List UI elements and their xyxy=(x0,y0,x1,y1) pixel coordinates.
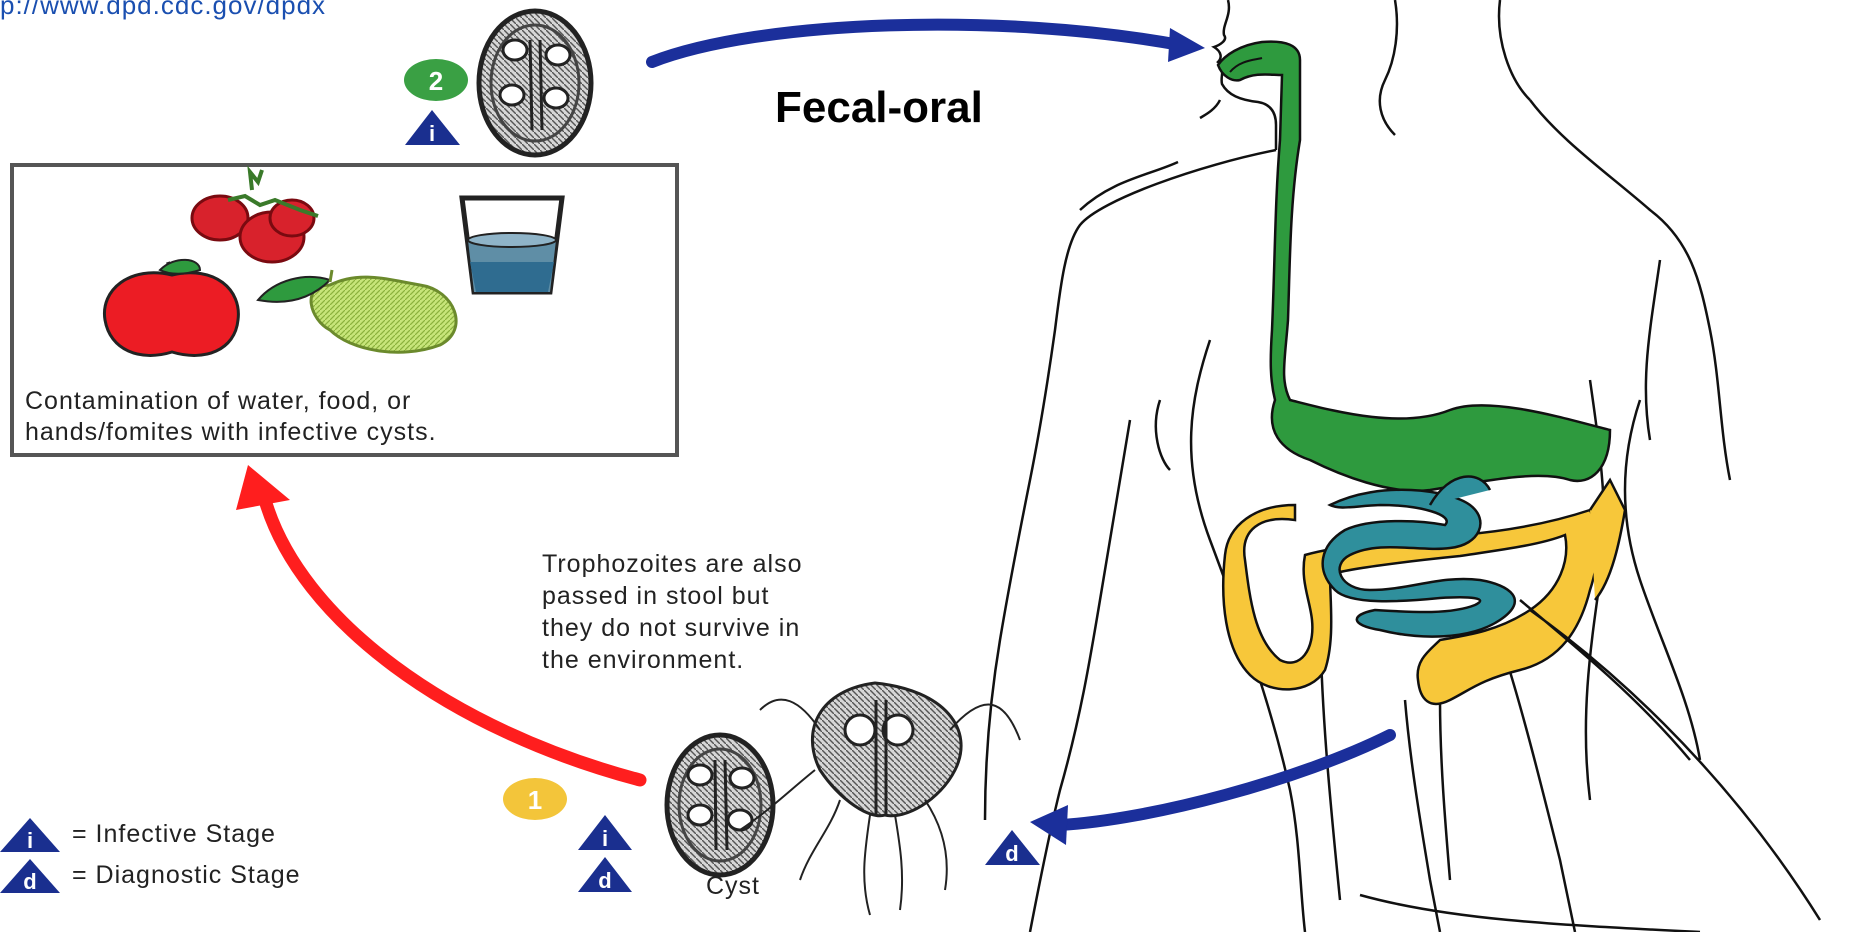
infective-marker-2-letter: i xyxy=(429,121,435,146)
contamination-caption-line-1: Contamination of water, food, or xyxy=(25,387,411,416)
trophozoite-note: Trophozoites are also passed in stool bu… xyxy=(542,548,1002,676)
esophagus-stomach xyxy=(1218,42,1610,491)
legend-infective-letter: i xyxy=(27,828,33,853)
infective-marker-1-letter: i xyxy=(602,826,608,851)
trophozoite-note-line-3: they do not survive in xyxy=(542,612,1002,644)
intestine-pointer-lines xyxy=(1520,600,1820,920)
diagnostic-marker-trophozoite-letter: d xyxy=(1005,841,1018,866)
trophozoite-note-line-2: passed in stool but xyxy=(542,580,1002,612)
stage-1-number: 1 xyxy=(528,785,542,815)
legend-diagnostic-letter: d xyxy=(23,869,36,894)
trophozoite-note-line-1: Trophozoites are also xyxy=(542,548,1002,580)
trophozoite xyxy=(740,683,1020,915)
fecal-oral-label: Fecal-oral xyxy=(775,83,983,133)
legend-infective-text: = Infective Stage xyxy=(72,820,276,849)
cyst-stage-2 xyxy=(479,11,591,155)
stage-2-number: 2 xyxy=(429,66,443,96)
contamination-caption-line-2: hands/fomites with infective cysts. xyxy=(25,418,437,447)
stool-exit-arrow xyxy=(1060,735,1390,825)
source-url: p://www.dpd.cdc.gov/dpdx xyxy=(0,0,326,21)
cyst-stage-1 xyxy=(667,735,773,875)
diagnostic-marker-1-letter: d xyxy=(598,868,611,893)
legend-diagnostic-text: = Diagnostic Stage xyxy=(72,861,301,890)
fecal-oral-arrowhead xyxy=(1168,28,1205,62)
cyst-label: Cyst xyxy=(706,872,760,901)
contamination-return-arrowhead xyxy=(236,465,290,510)
fecal-oral-arrow xyxy=(652,25,1180,62)
water-glass-icon xyxy=(462,198,562,292)
trophozoite-note-line-4: the environment. xyxy=(542,644,1002,676)
